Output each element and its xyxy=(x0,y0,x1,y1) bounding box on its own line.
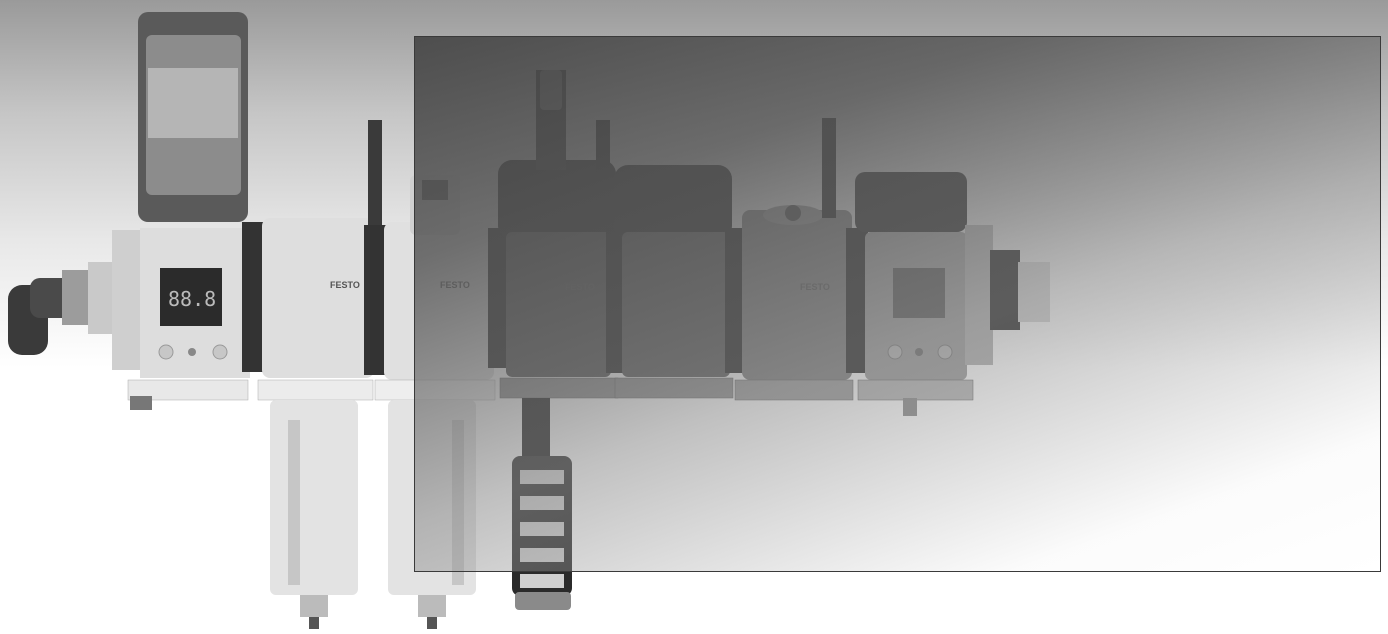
elbow-fitting xyxy=(8,262,118,355)
highlight-frame xyxy=(414,36,1381,572)
module-pressure-regulator: 88.8 xyxy=(112,12,250,410)
display-reading: 88.8 xyxy=(168,287,216,311)
module-filter: FESTO xyxy=(242,120,382,629)
svg-text:FESTO: FESTO xyxy=(330,280,360,290)
